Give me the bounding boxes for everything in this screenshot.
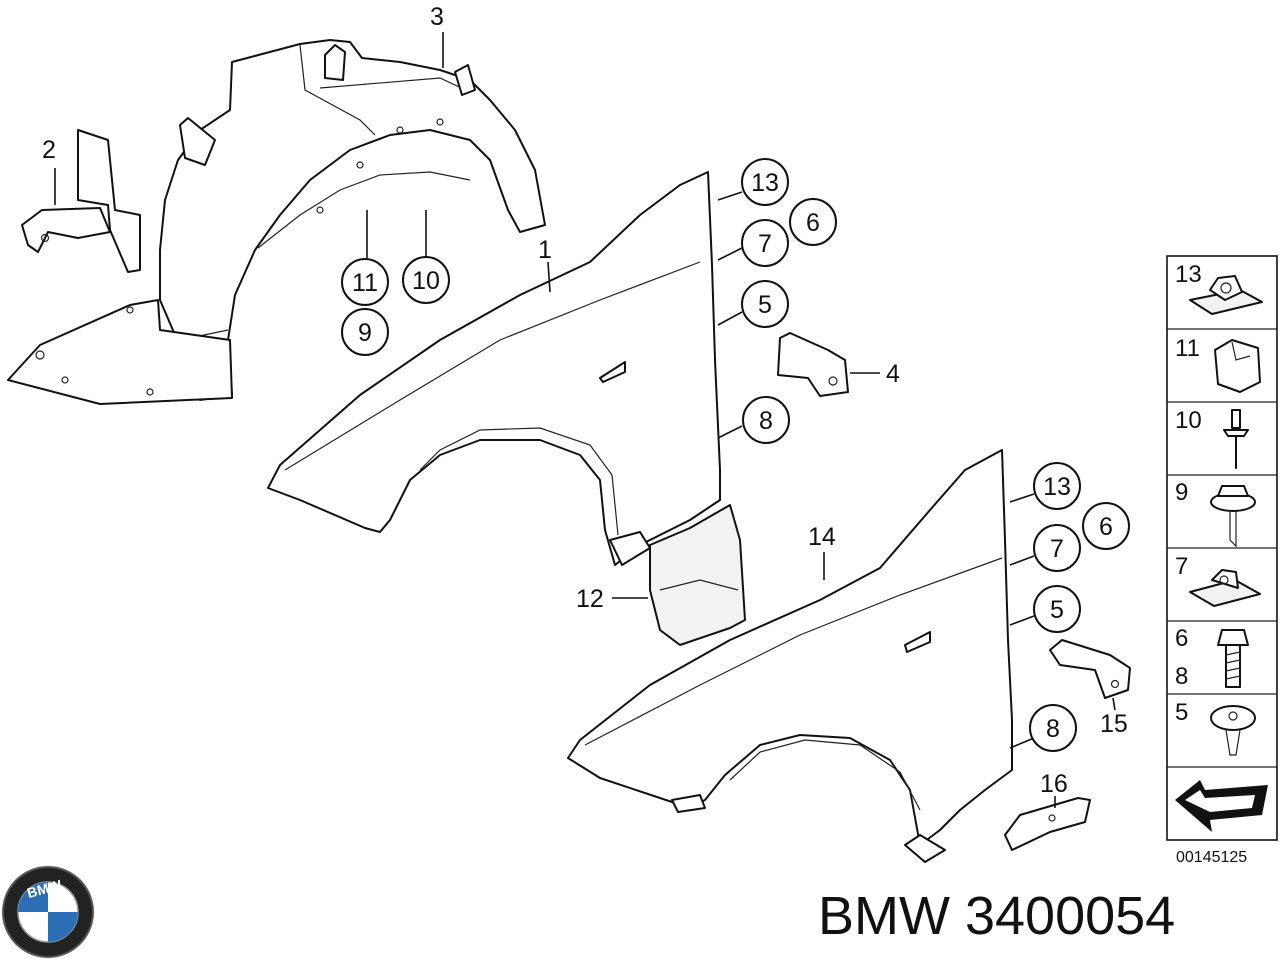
svg-text:8: 8: [1046, 715, 1060, 743]
bracket-part-15: [1049, 639, 1131, 699]
legend-label-11: 11: [1175, 335, 1200, 362]
circled-callout-5-bottom: 5: [1033, 585, 1081, 633]
svg-text:6: 6: [806, 209, 820, 237]
circled-callout-6-bottom: 6: [1082, 502, 1130, 550]
callout-3: 3: [430, 3, 444, 31]
legend-label-9: 9: [1175, 479, 1188, 506]
bracket-part-4: [777, 332, 849, 397]
callout-16: 16: [1040, 770, 1068, 798]
bmw-logo: BMW: [2, 866, 94, 958]
svg-text:10: 10: [412, 267, 440, 295]
circled-callout-10: 10: [402, 256, 450, 304]
legend-label-10: 10: [1175, 407, 1202, 434]
hex-collar-screw-icon: [1210, 485, 1256, 548]
circled-callout-11: 11: [341, 258, 389, 306]
circled-callout-7-top: 7: [741, 219, 789, 267]
svg-text:13: 13: [751, 169, 779, 197]
rivet-icon: [1223, 409, 1249, 469]
legend-label-8: 8: [1175, 663, 1188, 690]
direction-arrow-icon: [1175, 780, 1268, 832]
svg-text:6: 6: [1099, 513, 1113, 541]
circled-callout-8-top: 8: [742, 396, 790, 444]
page-title: BMW 3400054: [818, 886, 1175, 946]
expanding-clip-icon: [1214, 339, 1261, 393]
circled-callout-6-top: 6: [789, 198, 837, 246]
svg-text:13: 13: [1043, 473, 1071, 501]
fastener-legend: 13 11 10 9 7: [1166, 255, 1278, 841]
legend-label-6: 6: [1175, 625, 1188, 652]
legend-label-13: 13: [1175, 261, 1202, 288]
torx-screw-icon: [1210, 705, 1256, 756]
splash-guard-part-12: [649, 504, 746, 646]
circled-callout-7-bottom: 7: [1033, 524, 1081, 572]
wheel-arch-liner-part: [7, 39, 546, 405]
legend-label-5: 5: [1175, 699, 1188, 726]
circled-callout-8-bottom: 8: [1029, 704, 1077, 752]
svg-text:5: 5: [758, 291, 772, 319]
svg-text:7: 7: [1050, 535, 1064, 563]
svg-text:5: 5: [1050, 596, 1064, 624]
front-fender-part-14: [567, 449, 1013, 863]
leader-lines: [54, 32, 1116, 808]
speed-nut-icon: [1189, 569, 1261, 607]
svg-text:9: 9: [358, 319, 372, 347]
callout-2: 2: [42, 136, 56, 164]
bracket-part-2: [21, 129, 141, 273]
callout-4: 4: [886, 360, 900, 388]
circled-callout-5-top: 5: [741, 280, 789, 328]
hex-bolt-icon: [1217, 629, 1249, 688]
circled-callout-13-top: 13: [741, 158, 789, 206]
callout-15: 15: [1100, 710, 1128, 738]
circled-callout-13-bottom: 13: [1033, 462, 1081, 510]
callout-12: 12: [576, 585, 604, 613]
diagram-code: 00145125: [1176, 849, 1247, 866]
clip-nut-icon: [1189, 275, 1263, 315]
svg-text:8: 8: [759, 407, 773, 435]
front-fender-part-1: [267, 171, 721, 566]
circled-callout-9: 9: [341, 308, 389, 356]
bracket-part-16: [1004, 797, 1091, 851]
legend-label-7: 7: [1175, 553, 1188, 580]
callout-1: 1: [538, 236, 552, 264]
callout-14: 14: [808, 523, 836, 551]
svg-text:11: 11: [352, 269, 378, 297]
svg-text:7: 7: [758, 230, 772, 258]
